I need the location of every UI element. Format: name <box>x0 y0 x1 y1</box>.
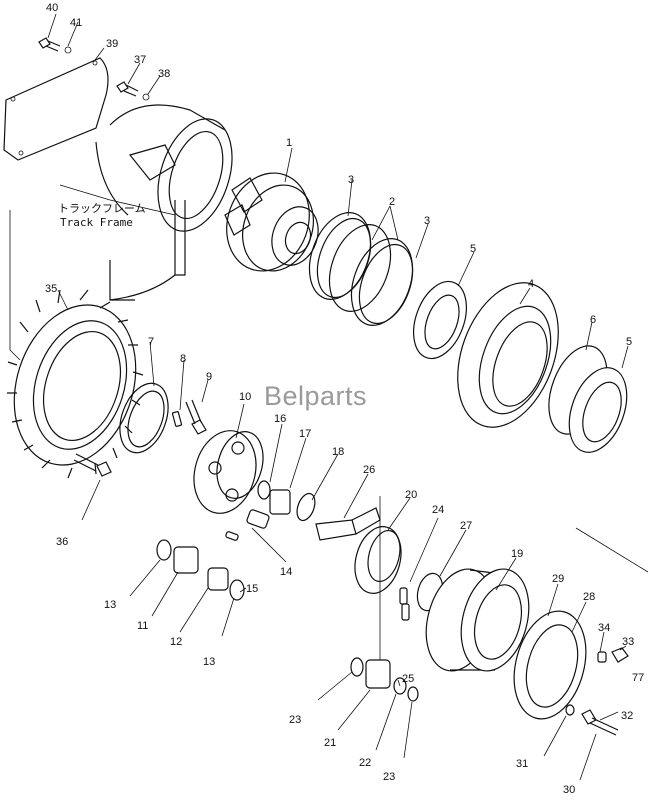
callout-77: 77 <box>632 672 644 684</box>
callout-37: 37 <box>134 54 146 66</box>
watermark: Belparts <box>264 381 368 411</box>
callout-20: 20 <box>405 489 417 501</box>
callout-34: 34 <box>598 622 610 634</box>
track-frame-label-jp: トラックフレーム <box>58 202 146 215</box>
bearing <box>568 367 628 453</box>
planet-gear <box>365 659 391 689</box>
callout-40: 40 <box>46 2 58 14</box>
callout-14: 14 <box>280 566 292 578</box>
callout-21: 21 <box>324 737 336 749</box>
callout-41: 41 <box>70 17 82 29</box>
planetary-carrier <box>193 430 264 514</box>
end-cover <box>513 610 587 720</box>
bolt <box>38 37 72 54</box>
callout-31: 31 <box>516 758 528 770</box>
callout-3: 3 <box>348 174 354 186</box>
callout-13: 13 <box>104 599 116 611</box>
sun-gear-shaft <box>315 507 381 541</box>
planetary-carrier <box>354 526 402 594</box>
callout-9: 9 <box>206 371 212 383</box>
callout-10: 10 <box>239 391 251 403</box>
callout-7: 7 <box>148 336 154 348</box>
callout-26: 26 <box>363 464 375 476</box>
gear <box>269 489 291 515</box>
callout-3: 3 <box>424 215 430 227</box>
callout-12: 12 <box>170 636 182 648</box>
hub <box>457 282 559 428</box>
sprocket <box>7 289 144 479</box>
callout-16: 16 <box>274 413 286 425</box>
callout-4: 4 <box>528 278 534 290</box>
ring-gear <box>425 568 530 672</box>
callout-18: 18 <box>332 446 344 458</box>
shaft <box>225 509 270 541</box>
callout-8: 8 <box>180 353 186 365</box>
thrust-washer <box>350 657 364 677</box>
callout-19: 19 <box>511 548 523 560</box>
callout-15: 15 <box>246 583 258 595</box>
callout-6: 6 <box>590 314 596 326</box>
travel-motor <box>224 172 319 272</box>
callout-5: 5 <box>470 243 476 255</box>
thrust-washer <box>393 677 407 695</box>
floating-seal <box>328 224 414 326</box>
bearing <box>413 280 467 360</box>
pin <box>171 411 183 427</box>
callout-17: 17 <box>299 428 311 440</box>
callout-24: 24 <box>432 504 444 516</box>
callout-23: 23 <box>289 714 301 726</box>
callout-22: 22 <box>359 757 371 769</box>
callout-38: 38 <box>158 68 170 80</box>
callout-1: 1 <box>286 137 292 149</box>
callout-35: 35 <box>45 283 57 295</box>
callout-23: 23 <box>383 771 395 783</box>
o-ring <box>308 212 372 300</box>
planet-gear <box>173 546 199 574</box>
callout-27: 27 <box>460 520 472 532</box>
thrust-washer <box>407 686 419 702</box>
callout-13: 13 <box>203 656 215 668</box>
callout-2: 2 <box>389 196 395 208</box>
bolt <box>185 399 207 435</box>
leader-lines <box>9 13 649 781</box>
callout-39: 39 <box>106 38 118 50</box>
callout-30: 30 <box>563 784 575 796</box>
callout-11: 11 <box>137 620 148 632</box>
callout-36: 36 <box>56 536 68 548</box>
planet-gear <box>207 567 229 591</box>
thrust-washer <box>156 539 172 561</box>
bolt <box>73 453 112 477</box>
shim <box>119 382 169 454</box>
callout-29: 29 <box>552 573 564 585</box>
plug <box>597 647 629 663</box>
track-frame-label-en: Track Frame <box>60 216 133 229</box>
bolt <box>116 81 150 101</box>
washer <box>565 704 575 716</box>
cover-plate <box>3 57 109 161</box>
snap-ring <box>296 492 316 522</box>
bolt <box>581 709 619 736</box>
callout-28: 28 <box>583 591 595 603</box>
snap-ring <box>257 480 271 500</box>
pin <box>399 587 410 621</box>
callout-25: 25 <box>402 673 414 685</box>
callout-5: 5 <box>626 336 632 348</box>
thrust-washer <box>229 579 245 601</box>
track-frame-housing <box>59 104 233 301</box>
callout-33: 33 <box>622 636 634 648</box>
callout-32: 32 <box>621 710 633 722</box>
